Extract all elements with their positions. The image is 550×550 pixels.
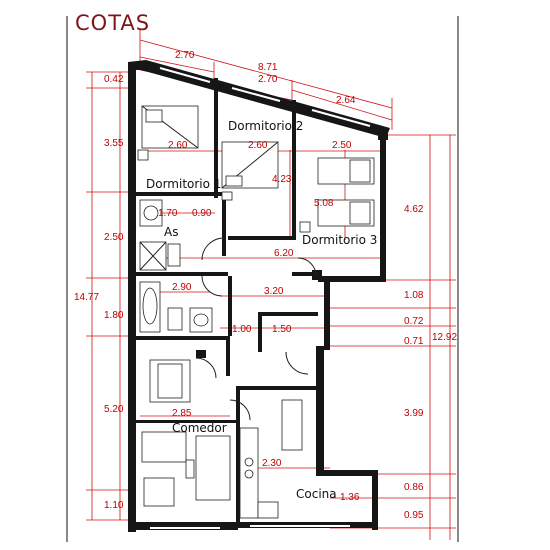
dim-label: 3.20: [264, 286, 284, 297]
dim-label: 2.60: [168, 140, 188, 151]
room-label-as: As: [164, 225, 178, 239]
dim-label: 1.36: [340, 492, 360, 503]
dim-label: 3.55: [104, 138, 124, 149]
page-title: COTAS: [75, 11, 150, 35]
room-label-dormitorio-1: Dormitorio 1: [146, 177, 221, 191]
dim-label: 2.90: [172, 282, 192, 293]
room-label-dormitorio-3: Dormitorio 3: [302, 233, 377, 247]
sheet-border: [66, 16, 459, 542]
dim-label: 0.90: [192, 208, 212, 219]
kitchen-furniture: [239, 399, 303, 519]
room-label-comedor: Comedor: [172, 421, 227, 435]
windows: [150, 67, 371, 529]
dim-label: 6.20: [274, 248, 294, 259]
dim-label: 2.70: [175, 50, 195, 61]
dim-label: 2.85: [172, 408, 192, 419]
bed-dormitorio-2: [221, 141, 279, 201]
doors: [195, 237, 317, 421]
dim-label: 5.08: [314, 198, 334, 209]
dim-label: 14.77: [74, 292, 99, 303]
dim-label: 0.72: [404, 316, 424, 327]
dim-label: 0.95: [404, 510, 424, 521]
dim-label: 2.64: [336, 95, 356, 106]
dim-label: 1.50: [272, 324, 292, 335]
dim-label: 1.80: [104, 310, 124, 321]
dim-label: 1.08: [404, 290, 424, 301]
dim-label: 2.50: [332, 140, 352, 151]
dim-label: 5.20: [104, 404, 124, 415]
beds-dormitorio-3: [299, 157, 375, 233]
dim-label: 8.71: [258, 62, 278, 73]
bed-dormitorio-1: [137, 105, 199, 161]
bathroom-fixtures: [139, 199, 213, 333]
living-dining-furniture: [141, 359, 231, 507]
room-label-dormitorio-2: Dormitorio 2: [228, 119, 303, 133]
dim-label: 4.23: [272, 174, 292, 185]
dim-label: 2.50: [104, 232, 124, 243]
dim-label: 2.70: [258, 74, 278, 85]
dim-label: 0.42: [104, 74, 124, 85]
dim-label: 1.10: [104, 500, 124, 511]
dimension-labels: 2.70 8.71 2.70 2.64 0.42 3.55 2.50 14.77…: [74, 50, 457, 521]
dim-label: 1.00: [232, 324, 252, 335]
dim-label: 1.70: [158, 208, 178, 219]
dim-label: 0.86: [404, 482, 424, 493]
dim-label: 12.92: [432, 332, 457, 343]
dim-label: 3.99: [404, 408, 424, 419]
dim-label: 2.60: [248, 140, 268, 151]
dim-label: 4.62: [404, 204, 424, 215]
dim-label: 0.71: [404, 336, 424, 347]
dim-label: 2.30: [262, 458, 282, 469]
room-label-cocina: Cocina: [296, 487, 337, 501]
